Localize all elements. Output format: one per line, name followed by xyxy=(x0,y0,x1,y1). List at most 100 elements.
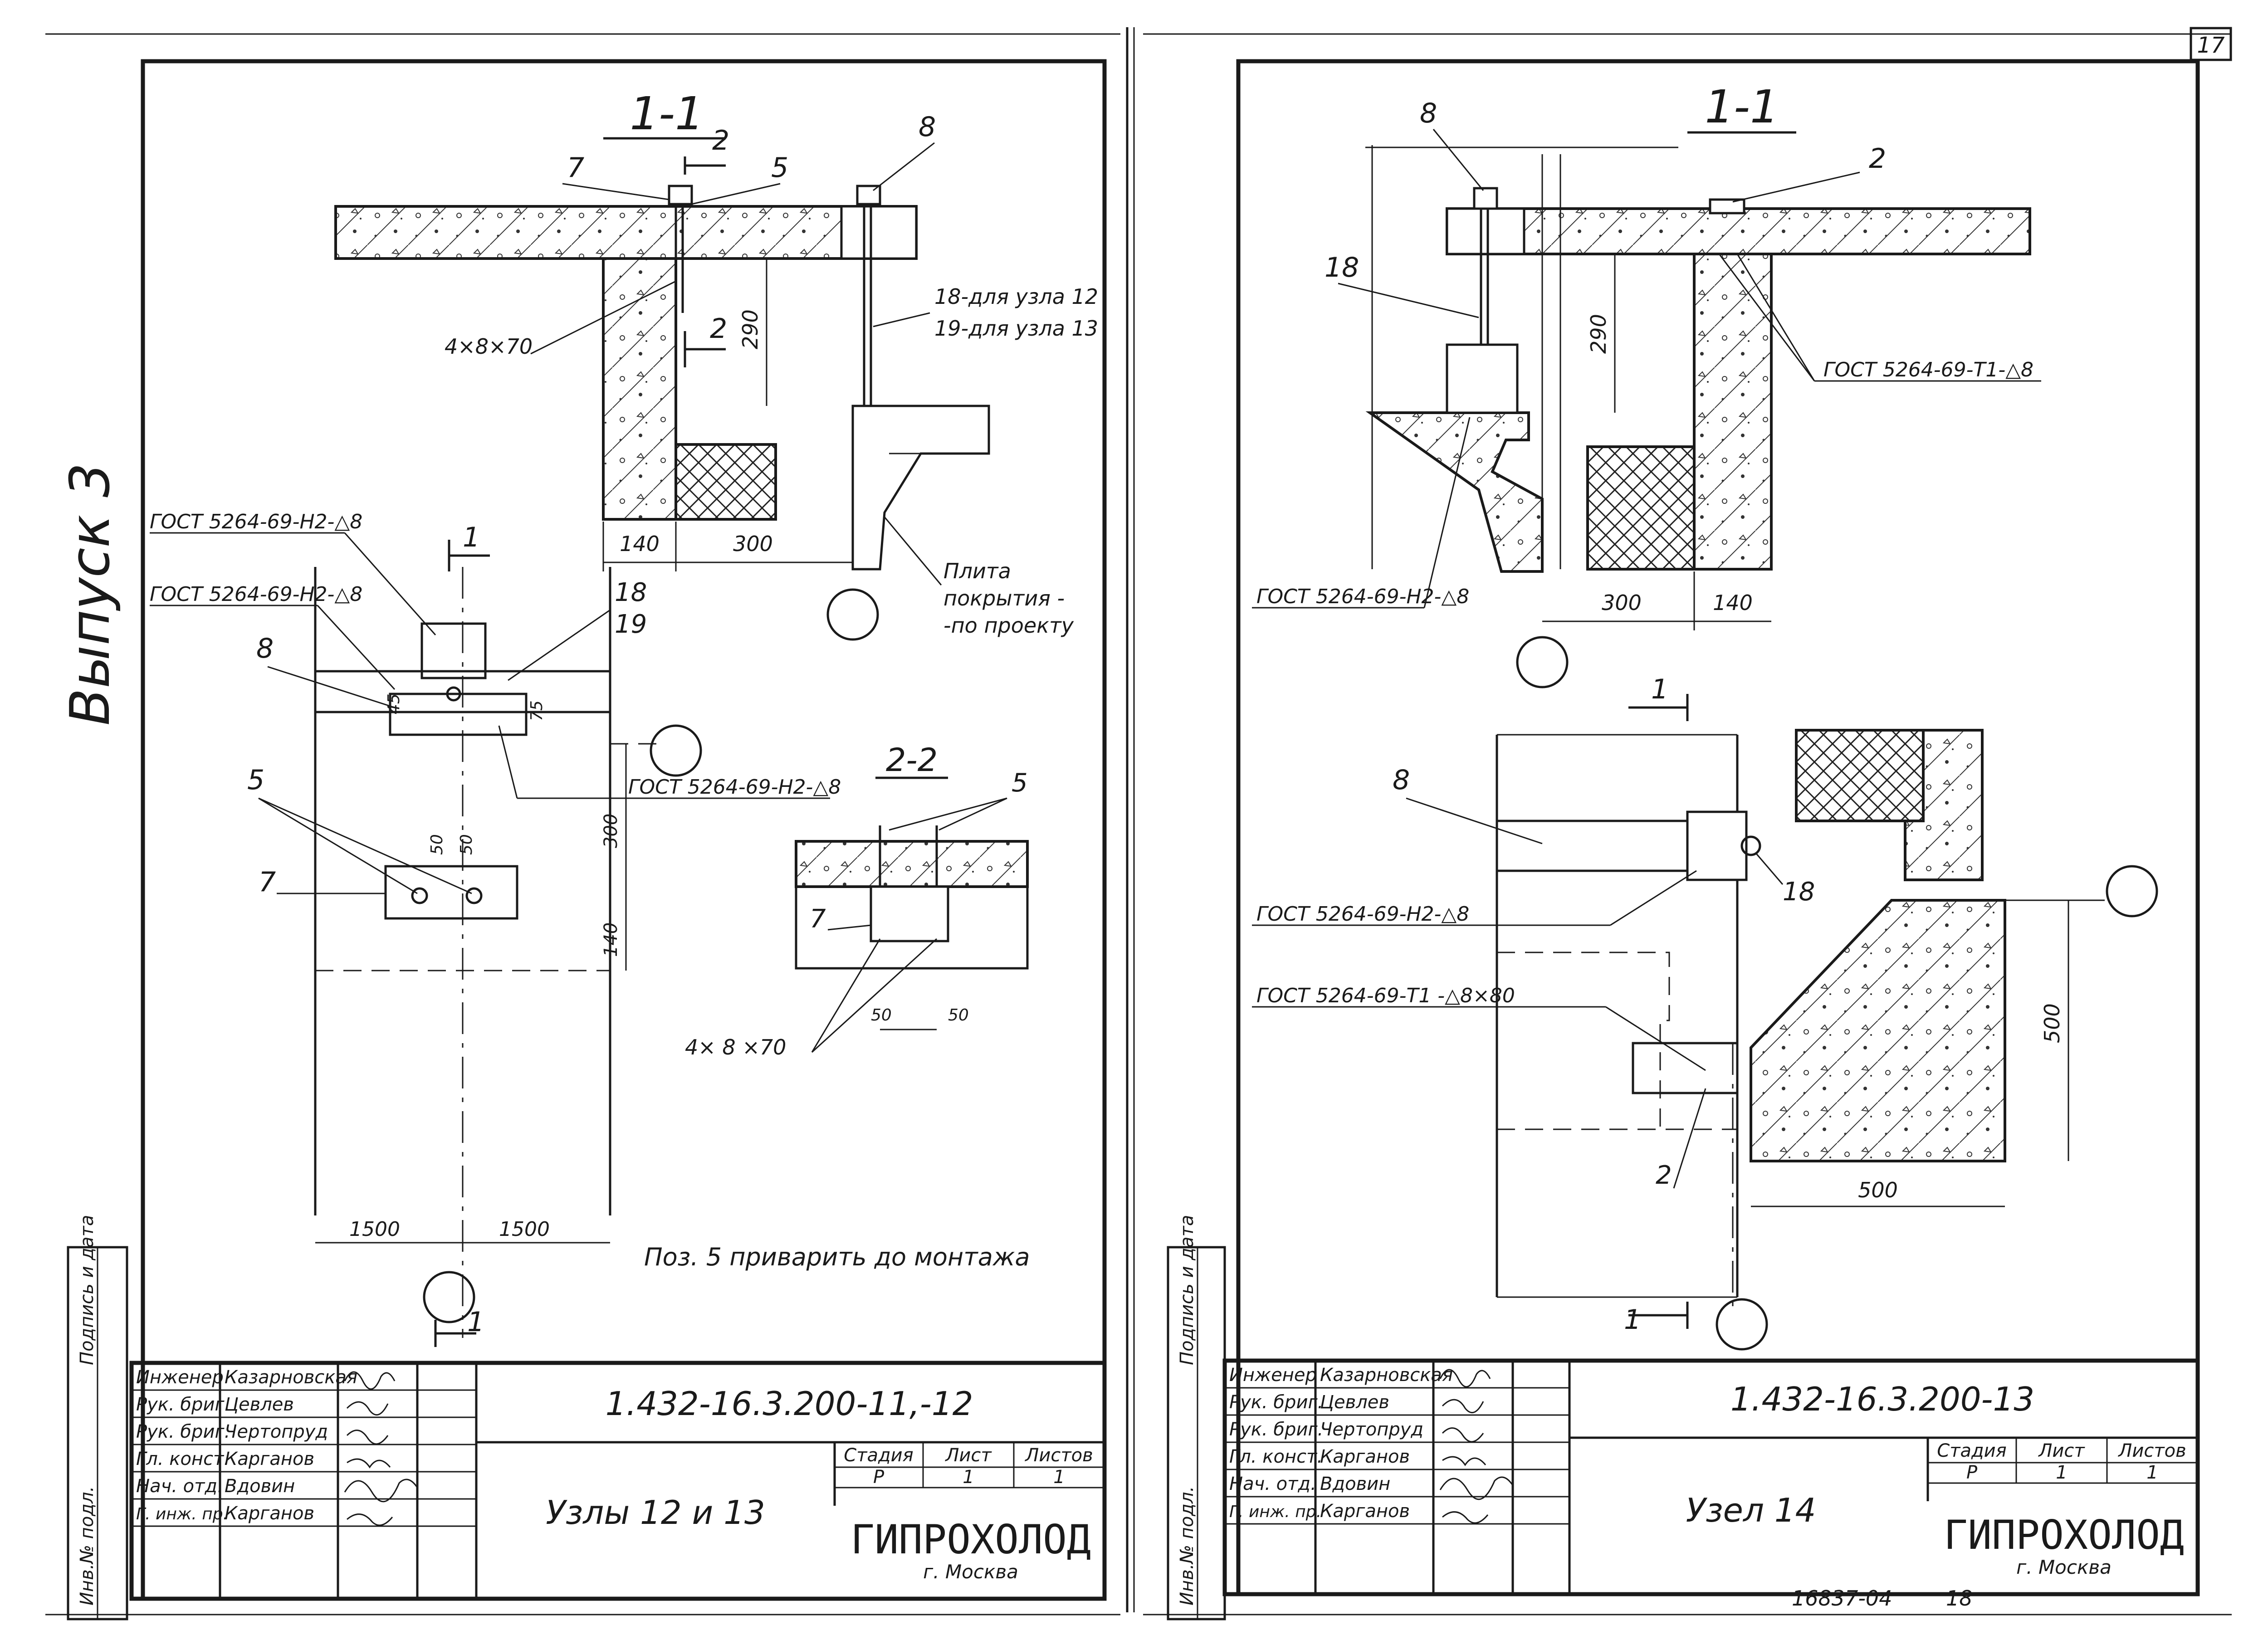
archive-number: 16837-04 xyxy=(1792,1586,1892,1611)
right-tb-sheet: 1 xyxy=(2056,1462,2067,1483)
right-tb-name-4: Вдовин xyxy=(1320,1474,1390,1494)
left-tb-signatures xyxy=(344,1371,418,1526)
left-plan-callout-8: 8 xyxy=(256,633,274,664)
right-axis-marker-2 xyxy=(2106,865,2158,918)
right-support-plate xyxy=(1365,411,1544,573)
right-tb-name-3: Карганов xyxy=(1320,1446,1410,1467)
right-plan-callout-18: 18 xyxy=(1783,877,1815,907)
left-plan-bolt-b xyxy=(465,887,483,904)
right-tb-role-1: Рук. бриг. xyxy=(1229,1392,1323,1413)
left-cover-plate xyxy=(851,405,990,571)
left-tb-sheets-label: Листов xyxy=(1024,1445,1093,1466)
right-dim-140: 140 xyxy=(1713,591,1753,615)
right-callout-2: 2 xyxy=(1869,143,1886,175)
right-tb-org: ГИПРОХОЛОД xyxy=(1944,1512,2184,1558)
left-note-18: 18-для узла 12 xyxy=(934,284,1098,309)
left-dim-300: 300 xyxy=(733,532,773,556)
left-note-19: 19-для узла 13 xyxy=(934,316,1098,341)
left-sheet: Подпись и дата Инв.№ подл. 1-1 7 5 8 2 2 xyxy=(67,59,1107,1620)
right-title-block: Инженер Казарновская Рук. бриг. Цевлев Р… xyxy=(1222,1358,2200,1596)
left-cut-mark-2-bottom: 2 xyxy=(710,313,727,345)
right-dim-290: 290 xyxy=(1586,314,1611,354)
sheet-number-box xyxy=(2190,27,2232,61)
right-tb-city: г. Москва xyxy=(2016,1556,2112,1578)
left-dim-140v: 140 xyxy=(601,922,621,957)
right-tb-name-2: Чертопруд xyxy=(1320,1419,1423,1440)
left-side-signature-label: Подпись и дата xyxy=(77,1215,98,1365)
right-tb-doc-code: 1.432-16.3.200-13 xyxy=(1730,1380,2034,1418)
right-tb-name-0: Казарновская xyxy=(1320,1365,1453,1386)
left-dim-50a: 50 xyxy=(428,834,446,855)
right-tb-title: Узел 14 xyxy=(1686,1491,1816,1529)
right-weld-note-h2a: ГОСТ 5264-69-Н2-△8 xyxy=(1256,585,1469,608)
left-weld-note-3: ГОСТ 5264-69-Н2-△8 xyxy=(628,776,841,799)
right-plan-column xyxy=(1750,899,2006,1162)
right-plan-plate-2 xyxy=(1632,1042,1739,1094)
left-tb-role-5: Г. инж. пр. xyxy=(136,1505,228,1523)
left-tb-role-3: Гл. конст. xyxy=(136,1449,230,1469)
left-tb-name-2: Чертопруд xyxy=(225,1421,328,1442)
left-tb-name-4: Вдовин xyxy=(225,1476,295,1497)
right-dim-300: 300 xyxy=(1602,591,1642,615)
archive-page: 18 xyxy=(1946,1586,1973,1611)
left-axis-marker-2 xyxy=(650,724,702,777)
left-cut-mark-1-top: 1 xyxy=(463,522,480,553)
right-dim-500v: 500 xyxy=(2040,1003,2064,1043)
left-tb-name-0: Казарновская xyxy=(225,1367,357,1388)
left-tb-role-4: Нач. отд. xyxy=(136,1476,223,1497)
left-tb-stage: Р xyxy=(873,1467,885,1488)
left-tb-sheet-label: Лист xyxy=(944,1445,992,1466)
right-tb-signatures xyxy=(1439,1369,1514,1524)
left-tb-stage-label: Стадия xyxy=(844,1445,913,1466)
right-weld-note-t1-80: ГОСТ 5264-69-Т1 -△8×80 xyxy=(1256,984,1515,1007)
right-tb-sheets-label: Листов xyxy=(2117,1440,2186,1461)
left-title-block: Инженер Казарновская Рук. бриг. Цевлев Р… xyxy=(129,1361,1107,1601)
left-weld-note-2: ГОСТ 5264-69-Н2-△8 xyxy=(150,583,362,606)
left-tb-title: Узлы 12 и 13 xyxy=(546,1493,765,1532)
left-22-callout-7: 7 xyxy=(810,904,826,934)
right-plan-insulation xyxy=(1795,729,1925,822)
right-tb-sheets: 1 xyxy=(2146,1462,2158,1483)
left-tb-sheet: 1 xyxy=(963,1467,974,1488)
left-insulation xyxy=(675,443,777,521)
right-tb-name-1: Цевлев xyxy=(1320,1392,1389,1413)
left-plan-callout-7: 7 xyxy=(259,866,276,898)
left-22-slab xyxy=(795,840,1029,888)
left-weld-note-1: ГОСТ 5264-69-Н2-△8 xyxy=(150,510,362,533)
right-tb-role-3: Гл. конст. xyxy=(1229,1446,1323,1467)
left-dim-50b: 50 xyxy=(457,834,476,855)
left-dim-75: 75 xyxy=(528,700,546,721)
left-slab-note-1: Плита xyxy=(943,559,1011,583)
left-dim-300v: 300 xyxy=(601,814,621,848)
right-axis-marker-1 xyxy=(1516,636,1569,688)
left-dim-45: 45 xyxy=(385,693,403,714)
right-roof-slab xyxy=(1446,207,2031,255)
left-dim-50d: 50 xyxy=(948,1006,969,1025)
left-tb-sheets: 1 xyxy=(1053,1467,1065,1488)
left-roof-slab xyxy=(334,205,918,260)
left-tb-doc-code: 1.432-16.3.200-11,-12 xyxy=(606,1385,973,1423)
left-tb-role-1: Рук. бриг. xyxy=(136,1394,230,1415)
left-side-inventory-label: Инв.№ подл. xyxy=(77,1486,98,1606)
right-section-1-1-title: 1-1 xyxy=(1705,80,1779,133)
left-plan-plate-7 xyxy=(384,865,518,920)
right-plate-2 xyxy=(1709,198,1745,215)
left-slab-note-3: -по проекту xyxy=(943,613,1074,638)
right-plan-wall xyxy=(1904,729,1984,881)
left-plan-callout-19: 19 xyxy=(615,610,647,639)
left-callout-5: 5 xyxy=(771,152,788,184)
right-tb-stage-label: Стадия xyxy=(1937,1440,2006,1461)
right-plan-bracket xyxy=(1686,810,1748,881)
right-tb-sheet-label: Лист xyxy=(2038,1440,2085,1461)
left-tb-role-2: Рук. бриг. xyxy=(136,1421,230,1442)
left-cut-mark-2-top: 2 xyxy=(712,125,729,156)
left-tb-name-3: Карганов xyxy=(225,1449,314,1469)
left-tb-role-0: Инженер xyxy=(136,1367,224,1388)
right-tb-role-5: Г. инж. пр. xyxy=(1229,1503,1321,1521)
right-plan-callout-2: 2 xyxy=(1656,1161,1672,1190)
left-axis-marker-1 xyxy=(826,588,879,641)
right-tb-role-0: Инженер xyxy=(1229,1365,1317,1386)
left-tb-name-1: Цевлев xyxy=(225,1394,294,1415)
left-callout-8: 8 xyxy=(919,111,936,143)
